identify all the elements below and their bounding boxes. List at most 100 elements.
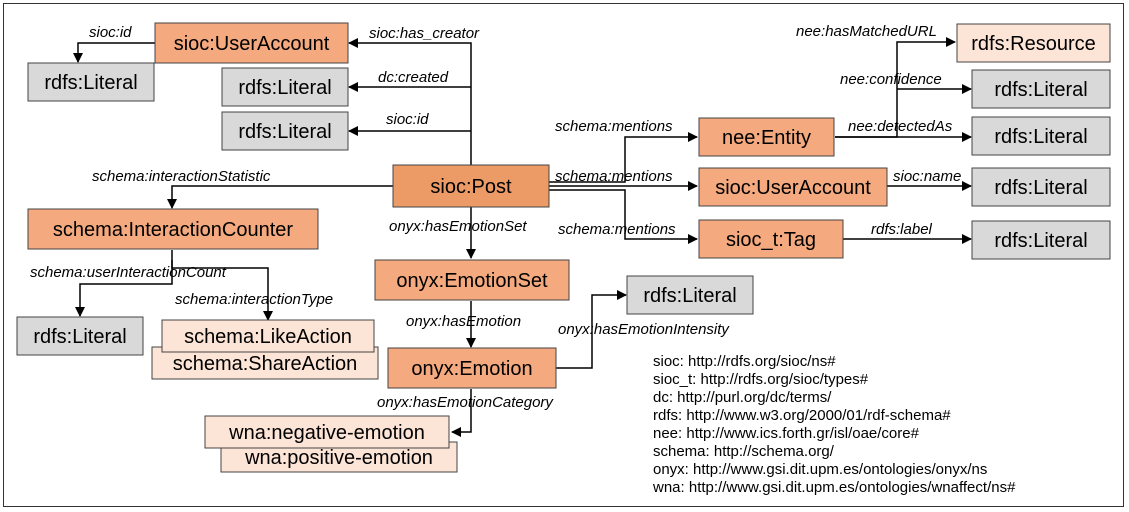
prefix-line: sioc_t: http://rdfs.org/sioc/types# — [653, 371, 869, 388]
edge-label-has-emotion-category: onyx:hasEmotionCategory — [377, 394, 554, 411]
user-account-right-node-label: sioc:UserAccount — [715, 177, 871, 199]
diagram-frame — [3, 3, 1124, 507]
literal-node-label: rdfs:Literal — [238, 121, 331, 143]
edge-label-rdfs-label: rdfs:label — [871, 221, 933, 238]
edge-label-sioc-id-top: sioc:id — [89, 24, 132, 41]
edge-label-mentions-1: schema:mentions — [555, 118, 673, 135]
prefix-line: dc: http://purl.org/dc/terms/ — [653, 389, 832, 406]
post-node-label: sioc:Post — [430, 176, 512, 198]
edge-label-has-matched-url: nee:hasMatchedURL — [796, 23, 937, 40]
edge-label-has-emotion-set: onyx:hasEmotionSet — [389, 218, 527, 235]
emotion-set-node-label: onyx:EmotionSet — [396, 270, 548, 292]
edge-has-emotion-intensity — [556, 290, 627, 369]
rdfs-resource-node-label: rdfs:Resource — [971, 33, 1096, 55]
nee-entity-node: nee:Entity — [698, 117, 835, 157]
interaction-counter-node: schema:InteractionCounter — [27, 208, 319, 250]
literal-node-box — [971, 116, 1111, 156]
rdfs-resource-node-box — [956, 23, 1111, 63]
literal-node: rdfs:Literal — [971, 167, 1111, 207]
edge-label-has-emotion: onyx:hasEmotion — [406, 313, 521, 330]
edge-interaction-type — [171, 260, 273, 321]
literal-node-box — [16, 316, 144, 356]
literal-node: rdfs:Literal — [16, 316, 144, 356]
edge-has-creator — [348, 38, 472, 165]
edge-label-has-creator: sioc:has_creator — [369, 25, 480, 42]
literal-node: rdfs:Literal — [971, 69, 1111, 109]
edge-label-interaction-type: schema:interactionType — [175, 291, 333, 308]
negative-emotion-node-box — [204, 415, 450, 449]
literal-node-label: rdfs:Literal — [238, 77, 331, 99]
literal-node-box — [626, 275, 754, 315]
emotion-set-node-box — [374, 259, 570, 301]
emotion-node-box — [387, 347, 557, 389]
prefix-line: onyx: http://www.gsi.dit.upm.es/ontologi… — [653, 461, 987, 478]
rdfs-resource-node: rdfs:Resource — [956, 23, 1111, 63]
namespace-prefix-list: sioc: http://rdfs.org/sioc/ns# sioc_t: h… — [652, 353, 1016, 496]
emotion-set-node: onyx:EmotionSet — [374, 259, 570, 301]
user-account-node: sioc:UserAccount — [154, 22, 349, 64]
like-action-node: schema:LikeAction — [161, 319, 375, 353]
post-node: sioc:Post — [392, 164, 550, 208]
prefix-line: sioc: http://rdfs.org/sioc/ns# — [653, 353, 836, 370]
literal-node: rdfs:Literal — [626, 275, 754, 315]
edge-has-emotion-category — [451, 389, 472, 437]
edge-interaction-statistic — [167, 185, 393, 209]
literal-node: rdfs:Literal — [221, 111, 349, 151]
literal-node-label: rdfs:Literal — [44, 72, 137, 94]
literal-node-box — [971, 69, 1111, 109]
tag-node: sioc_t:Tag — [698, 219, 844, 259]
edge-user-interaction-count — [75, 250, 173, 317]
literal-node: rdfs:Literal — [971, 220, 1111, 260]
user-account-right-node: sioc:UserAccount — [698, 167, 888, 207]
literal-node-box — [221, 67, 349, 107]
user-account-node-label: sioc:UserAccount — [174, 33, 330, 55]
prefix-line: wna: http://www.gsi.dit.upm.es/ontologie… — [652, 479, 1016, 496]
positive-emotion-node-label: wna:positive-emotion — [244, 447, 433, 469]
emotion-node-label: onyx:Emotion — [411, 358, 532, 380]
edge-label-mentions-3: schema:mentions — [558, 221, 676, 238]
edge-label-dc-created: dc:created — [378, 69, 449, 86]
edge-label-has-emotion-intensity: onyx:hasEmotionIntensity — [558, 321, 730, 338]
literal-node-label: rdfs:Literal — [994, 177, 1087, 199]
interaction-counter-node-label: schema:InteractionCounter — [53, 219, 293, 241]
prefix-line: rdfs: http://www.w3.org/2000/01/rdf-sche… — [653, 407, 951, 424]
literal-node-box — [27, 62, 155, 102]
literal-node: rdfs:Literal — [221, 67, 349, 107]
edge-label-user-interaction-count: schema:userInteractionCount — [30, 264, 227, 281]
literal-node-label: rdfs:Literal — [33, 326, 126, 348]
edge-sioc-id-top — [73, 42, 155, 63]
prefix-line: schema: http://schema.org/ — [653, 443, 835, 460]
literal-node-box — [971, 220, 1111, 260]
user-account-right-node-box — [698, 167, 888, 207]
literal-node-label: rdfs:Literal — [643, 285, 736, 307]
edge-label-interaction-statistic: schema:interactionStatistic — [92, 168, 271, 185]
user-account-node-box — [154, 22, 349, 64]
nee-entity-node-box — [698, 117, 835, 157]
nee-entity-node-label: nee:Entity — [722, 127, 811, 149]
literal-node-box — [221, 111, 349, 151]
negative-emotion-node-label: wna:negative-emotion — [228, 422, 425, 444]
edge-label-mentions-2: schema:mentions — [555, 168, 673, 185]
negative-emotion-node: wna:negative-emotion — [204, 415, 450, 449]
post-node-box — [392, 164, 550, 208]
edge-mentions-tag — [549, 189, 698, 244]
literal-node: rdfs:Literal — [27, 62, 155, 102]
tag-node-box — [698, 219, 844, 259]
edge-mentions-entity — [549, 132, 698, 183]
edge-label-sioc-id: sioc:id — [386, 111, 429, 128]
literal-node-label: rdfs:Literal — [994, 126, 1087, 148]
edge-label-confidence: nee:confidence — [840, 71, 942, 88]
edge-label-sioc-name: sioc:name — [893, 168, 961, 185]
literal-node-label: rdfs:Literal — [994, 230, 1087, 252]
share-action-node-label: schema:ShareAction — [173, 353, 358, 375]
prefix-line: nee: http://www.ics.forth.gr/isl/oae/cor… — [653, 425, 920, 442]
like-action-node-box — [161, 319, 375, 353]
edge-label-detected-as: nee:detectedAs — [848, 118, 953, 135]
interaction-counter-node-box — [27, 208, 319, 250]
like-action-node-label: schema:LikeAction — [184, 326, 352, 348]
literal-node-box — [971, 167, 1111, 207]
literal-node-label: rdfs:Literal — [994, 79, 1087, 101]
tag-node-label: sioc_t:Tag — [726, 229, 816, 251]
emotion-node: onyx:Emotion — [387, 347, 557, 389]
